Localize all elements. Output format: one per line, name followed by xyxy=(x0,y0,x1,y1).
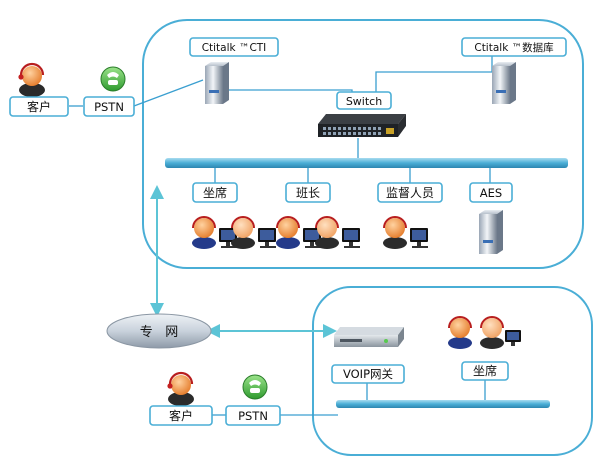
agent-workstation-icon xyxy=(231,216,276,249)
agent-person-icon xyxy=(18,62,45,97)
remote-seat-label: 坐席 xyxy=(473,363,497,378)
voip-gateway-label: VOIP网关 xyxy=(343,367,394,381)
node-team-leader-box xyxy=(285,182,331,203)
private-network-ellipse xyxy=(106,313,212,349)
left-customer-box xyxy=(9,96,69,117)
node-seat-label: 坐席 xyxy=(203,185,227,200)
left-customer-label: 客户 xyxy=(27,99,51,114)
remote-seat-box xyxy=(461,361,509,381)
db-server-label: Ctitalk ™数据库 xyxy=(474,41,553,54)
phone-icon xyxy=(242,374,268,400)
lan-bus-upper xyxy=(165,158,568,168)
agent-workstation-icon xyxy=(192,216,237,249)
switch-label: Switch xyxy=(346,95,382,108)
phone-icon xyxy=(100,66,126,92)
left-pstn-label: PSTN xyxy=(94,100,124,114)
agent-person-icon xyxy=(167,371,194,406)
node-team-leader-label: 班长 xyxy=(296,186,320,200)
tower-server-icon xyxy=(205,62,229,104)
node-aes-label: AES xyxy=(480,186,502,200)
node-supervisor-box xyxy=(377,182,443,203)
agent-workstation-icon xyxy=(315,216,360,249)
switch-box xyxy=(336,91,392,110)
bottom-pstn-box xyxy=(225,405,281,426)
private-network-label: 专 网 xyxy=(140,325,178,340)
node-supervisor-label: 监督人员 xyxy=(386,185,434,200)
network-switch-icon xyxy=(318,114,406,137)
tower-server-icon xyxy=(492,62,516,104)
call-center-region xyxy=(142,19,584,269)
tower-server-icon xyxy=(479,210,503,254)
bottom-customer-label: 客户 xyxy=(169,408,193,423)
left-pstn-box xyxy=(83,96,135,117)
db-server-box xyxy=(461,37,567,57)
cti-server-box xyxy=(189,37,279,57)
cti-server-label: Ctitalk ™CTI xyxy=(202,42,267,54)
lan-bus-lower xyxy=(336,400,550,408)
voip-gateway-box xyxy=(331,364,405,384)
node-aes-box xyxy=(469,182,513,203)
agent-workstation-icon xyxy=(448,316,472,349)
gateway-device-icon xyxy=(334,327,404,347)
agent-workstation-icon xyxy=(276,216,321,249)
bottom-customer-box xyxy=(149,405,213,426)
remote-site-region xyxy=(312,286,593,456)
agent-workstation-icon xyxy=(480,316,521,349)
node-seat-box xyxy=(192,182,238,203)
agent-workstation-icon xyxy=(383,216,428,249)
bottom-pstn-label: PSTN xyxy=(238,409,268,423)
